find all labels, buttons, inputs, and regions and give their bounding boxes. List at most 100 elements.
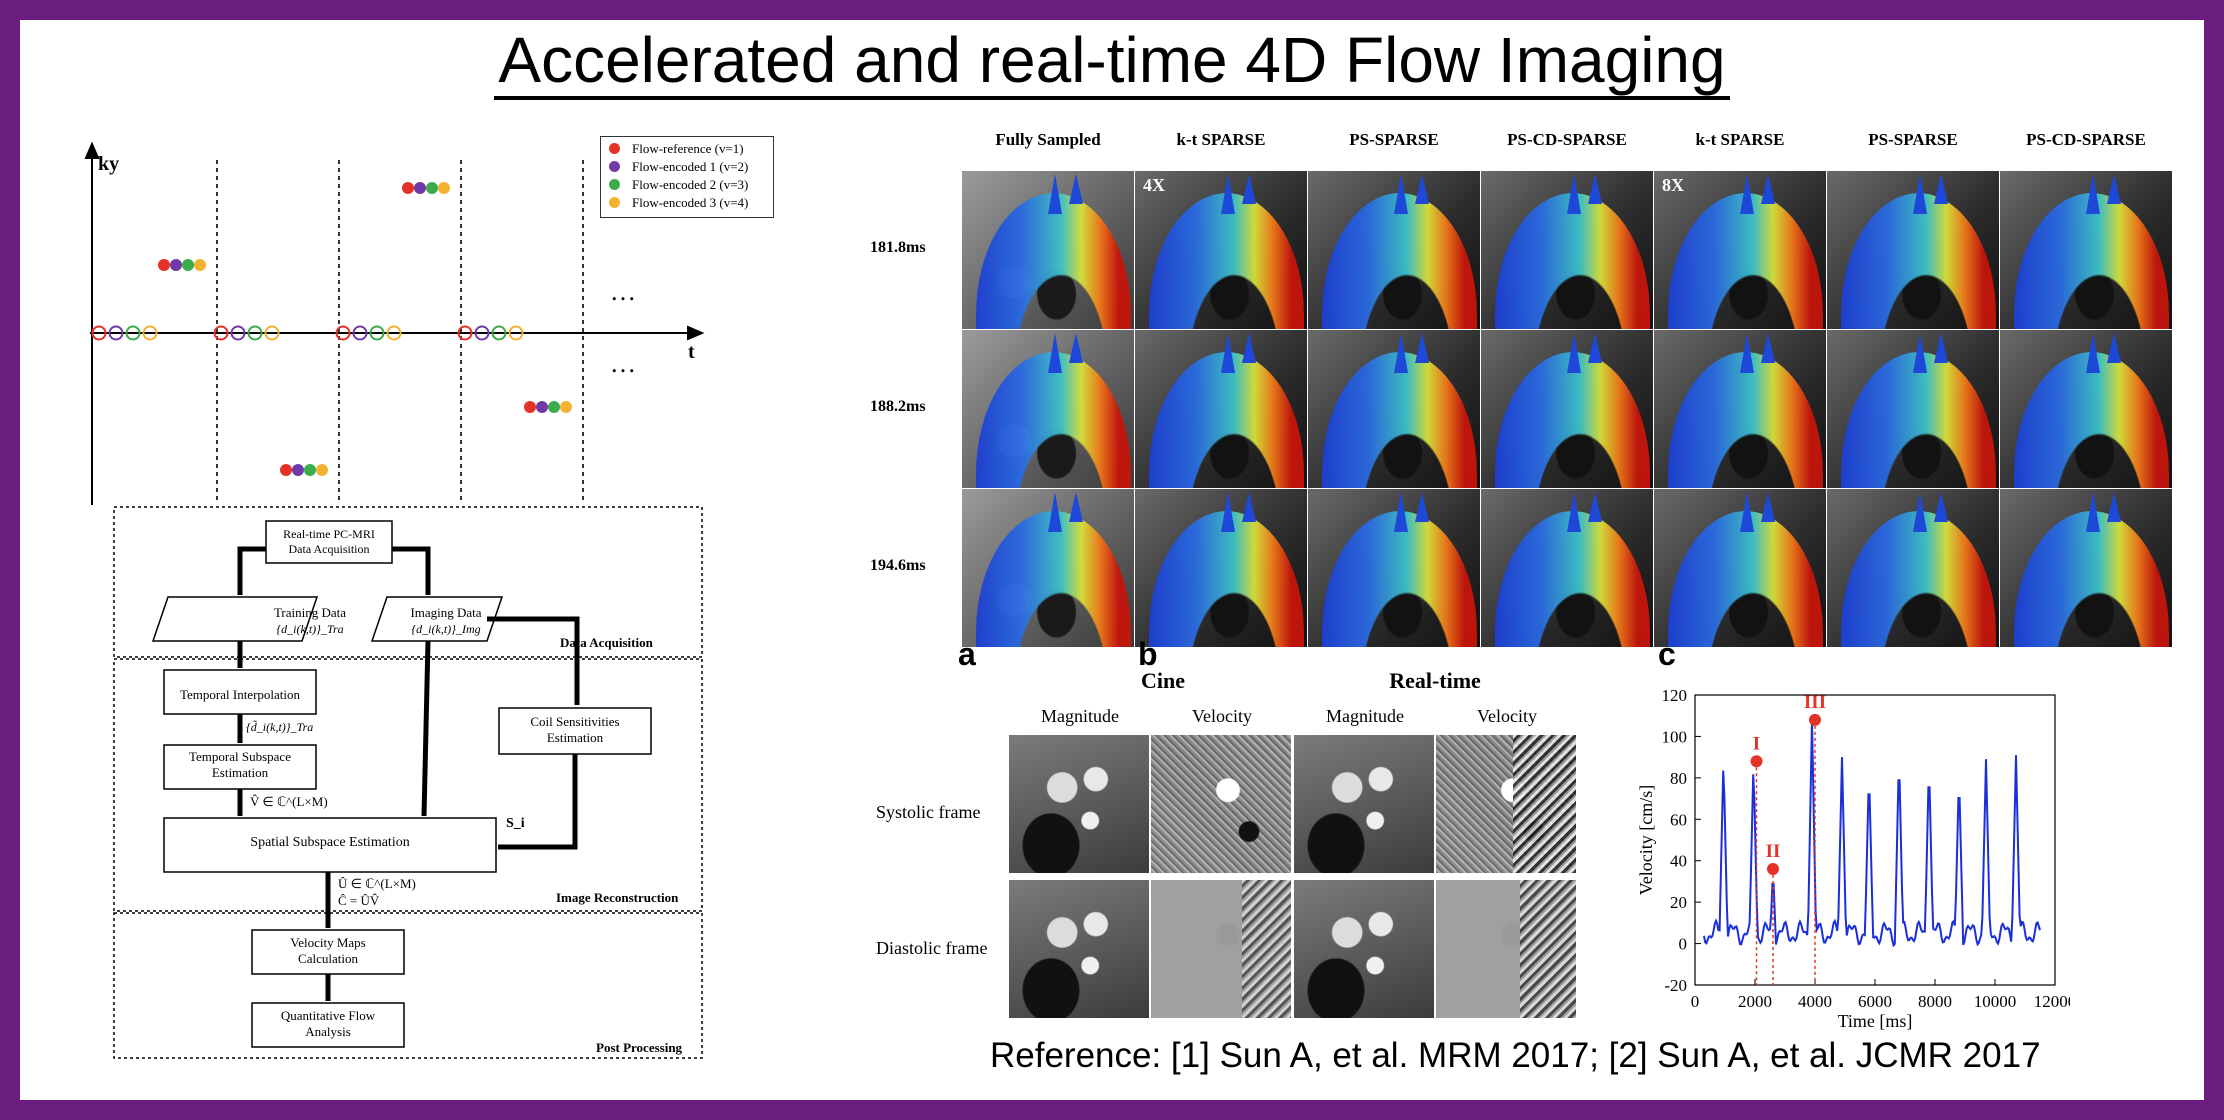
- sample-dot-1-2: [304, 464, 316, 476]
- x-tick-label: 10000: [1974, 992, 2017, 1011]
- velocity-label: Velocity Maps Calculation: [290, 935, 366, 966]
- x-tick-label: 6000: [1858, 992, 1892, 1011]
- u-hat: Û ∈ ℂ^(L×M): [338, 876, 416, 891]
- flow-image-tile: [1827, 330, 1999, 488]
- open-sample-1-3: [264, 325, 280, 341]
- subhead-rt-vel: Velocity: [1477, 706, 1537, 726]
- open-sample-2-3: [386, 325, 402, 341]
- node-spatial: [163, 817, 497, 873]
- subhead-cine-vel: Velocity: [1192, 706, 1252, 726]
- legend-dot: [609, 197, 620, 208]
- flow-image-tile: [2000, 330, 2172, 488]
- x-tick-label: 4000: [1798, 992, 1832, 1011]
- flow-image-tile: [962, 171, 1134, 329]
- open-sample-3-0: [457, 325, 473, 341]
- slide-title: Accelerated and real-time 4D Flow Imagin…: [0, 22, 2224, 100]
- flow-image-tile: [962, 330, 1134, 488]
- flow-image-tile: [962, 489, 1134, 647]
- legend-label: Flow-reference (v=1): [632, 141, 744, 156]
- mr-rt-systolic-velocity: [1436, 735, 1576, 873]
- y-axis-label: Velocity [cm/s]: [1636, 785, 1656, 895]
- sample-dot-1-3: [316, 464, 328, 476]
- y-tick-label: 20: [1670, 893, 1687, 912]
- sample-dot-3-2: [548, 401, 560, 413]
- node-quant: [251, 1002, 405, 1048]
- x-tick-label: 2000: [1738, 992, 1772, 1011]
- panel-a-letter: a: [958, 636, 976, 672]
- open-sample-2-2: [369, 325, 385, 341]
- flow-image-tile: [1481, 330, 1653, 488]
- v-hat: V̂ ∈ ℂ^(L×M): [250, 794, 328, 809]
- annotation-marker: [1809, 713, 1821, 726]
- row-label: 188.2ms: [870, 398, 926, 415]
- open-sample-3-1: [474, 325, 490, 341]
- t-arrowhead: [687, 325, 705, 341]
- flow-image-tile: 4X: [1135, 171, 1307, 329]
- flow-image-tile: [2000, 489, 2172, 647]
- mr-cine-systolic-magnitude: [1009, 735, 1149, 873]
- sample-dot-0-3: [194, 259, 206, 271]
- mr-rt-diastolic-velocity: [1436, 880, 1576, 1018]
- flow-image-tile: [1481, 489, 1653, 647]
- y-tick-label: 40: [1670, 852, 1687, 871]
- col-header: k-t SPARSE: [1176, 130, 1266, 149]
- mr-cine-systolic-velocity: [1151, 735, 1291, 873]
- coil-label: Coil Sensitivities Estimation: [530, 714, 620, 745]
- sample-dot-1-1: [292, 464, 304, 476]
- interp-label: Temporal Interpolation: [179, 687, 301, 702]
- y-tick-label: 0: [1679, 935, 1688, 954]
- y-tick-label: 60: [1670, 810, 1687, 829]
- flowchart: Real-time PC-MRI Data Acquisition: [113, 506, 703, 1059]
- mr-cine-diastolic-velocity: [1151, 880, 1291, 1018]
- sample-dot-2-3: [438, 182, 450, 194]
- node-acquisition: [265, 520, 393, 564]
- legend-dot: [609, 179, 620, 190]
- group-cine: Cine: [1141, 668, 1185, 693]
- imaging-label: Imaging Data: [410, 605, 482, 620]
- col-header: PS-SPARSE: [1868, 130, 1958, 149]
- open-sample-0-1: [108, 325, 124, 341]
- node-interp: [163, 669, 317, 715]
- legend-item: Flow-encoded 2 (v=3): [609, 177, 748, 193]
- flow-image-tile: [1827, 171, 1999, 329]
- legend-item: Flow-encoded 1 (v=2): [609, 159, 748, 175]
- open-sample-2-1: [352, 325, 368, 341]
- row-label: 194.6ms: [870, 557, 926, 574]
- flow-image-tile: [1654, 489, 1826, 647]
- flow-image-tile: [1135, 489, 1307, 647]
- sample-dot-3-3: [560, 401, 572, 413]
- training-label: Training Data: [273, 605, 347, 620]
- sampling-legend: Flow-reference (v=1) Flow-encoded 1 (v=2)…: [600, 136, 774, 218]
- legend-label: Flow-encoded 1 (v=2): [632, 159, 749, 174]
- acceleration-label: 4X: [1143, 175, 1165, 195]
- subhead-rt-mag: Magnitude: [1326, 706, 1404, 726]
- open-sample-2-0: [335, 325, 351, 341]
- open-sample-0-0: [91, 325, 107, 341]
- x-tick-label: 12000: [2034, 992, 2070, 1011]
- open-sample-1-0: [213, 325, 229, 341]
- sample-dot-0-2: [182, 259, 194, 271]
- acq-line1: Real-time PC-MRI: [283, 527, 375, 541]
- sample-dot-1-0: [280, 464, 292, 476]
- col-header: k-t SPARSE: [1695, 130, 1785, 149]
- temporal-label: Temporal Subspace Estimation: [189, 749, 291, 780]
- sample-dot-0-0: [158, 259, 170, 271]
- imaging-math: {d_i(k,t)}_Img: [411, 622, 481, 636]
- acceleration-label: 8X: [1662, 175, 1684, 195]
- s-i: S_i: [506, 816, 525, 831]
- flow-image-tile: [1308, 489, 1480, 647]
- velocity-series-line: [1703, 719, 2041, 948]
- annotation-label: III: [1804, 692, 1826, 713]
- sampling-diagram: ky t … …: [84, 141, 705, 505]
- acq-line2: Data Acquisition: [289, 542, 370, 556]
- col-header: Fully Sampled: [995, 130, 1101, 149]
- sample-dot-2-2: [426, 182, 438, 194]
- interp-out: {d̃_i(k,t)}_Tra: [246, 720, 314, 734]
- panel-b-letter: b: [1138, 636, 1158, 672]
- open-sample-1-2: [247, 325, 263, 341]
- spatial-label: Spatial Subspace Estimation: [250, 835, 410, 850]
- section-post-processing: [113, 912, 703, 1059]
- node-temporal: [163, 744, 317, 790]
- open-sample-0-3: [142, 325, 158, 341]
- y-tick-label: 80: [1670, 769, 1687, 788]
